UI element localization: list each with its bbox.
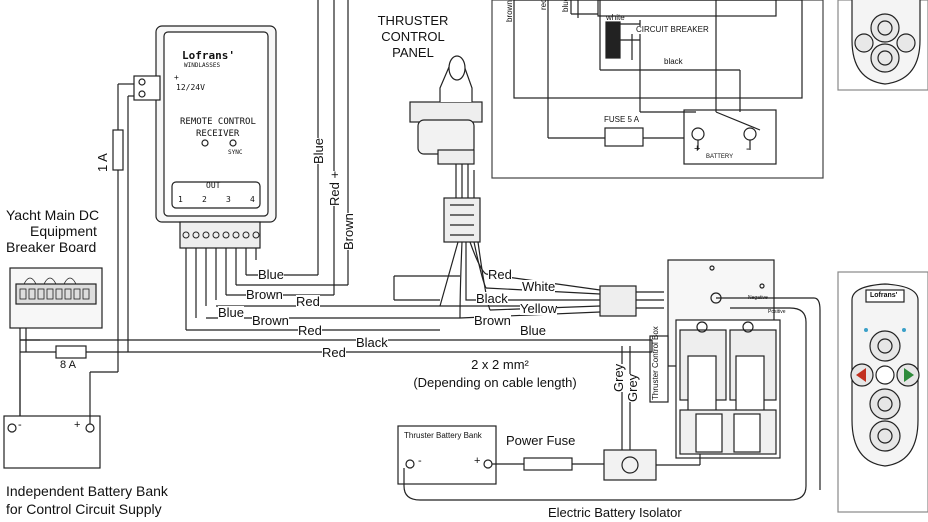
wire-grey-2: Grey: [625, 373, 640, 402]
inset-battery: [683, 109, 777, 165]
inset-battery-plus: +: [694, 143, 701, 155]
inset-fuse: [604, 127, 644, 147]
green-arrow-right: [904, 368, 914, 382]
thruster-control-box-label: Thruster Control Box: [651, 326, 660, 400]
indep-bank-minus: -: [18, 419, 22, 431]
cable-size-label: 2 x 2 mm²: [471, 357, 529, 372]
yacht-board-label-2: Equipment: [30, 223, 97, 239]
isolator-connector: [599, 285, 637, 317]
wire-label-brown-vertical: Brown: [341, 213, 356, 250]
fuse-1a-label: 1 A: [95, 153, 110, 172]
isolator-switch: [603, 449, 657, 481]
independent-bank-label-2: for Control Circuit Supply: [6, 501, 162, 517]
receiver-voltage: 12/24V: [176, 83, 205, 92]
yacht-board-label-1: Yacht Main DC: [6, 207, 100, 223]
wire-label-blue-1: Blue: [258, 267, 285, 282]
inset-black: black: [664, 57, 683, 66]
wire-label-red-plus-vertical: Red +: [327, 170, 342, 206]
harness-red: Red: [488, 267, 512, 282]
remote-brand: Lofrans': [870, 292, 898, 299]
inset-wire-red: red: [539, 0, 548, 10]
thruster-panel-label-3: PANEL: [392, 45, 434, 60]
thruster-bank-minus: -: [418, 455, 422, 467]
inset-battery-label: BATTERY: [706, 154, 734, 160]
supply-red: Red: [322, 345, 346, 360]
inset-white: white: [606, 13, 625, 22]
inset-inner-frame: [513, 0, 803, 99]
receiver-out-2: 2: [202, 195, 207, 204]
harness-white: White: [522, 279, 556, 294]
yacht-board-label-3: Breaker Board: [6, 239, 97, 255]
inset-wire-brown: brown: [505, 0, 514, 22]
thruster-control-box: [649, 335, 669, 403]
receiver-out: OUT: [206, 181, 221, 190]
harness-black: Black: [476, 291, 508, 306]
red-arrow-left: [856, 368, 866, 382]
indep-bank-plus: +: [74, 419, 81, 431]
wire-label-red-1: Red: [296, 294, 320, 309]
isolator-negative: Negative: [748, 295, 768, 301]
fuse-1a: [112, 129, 124, 171]
independent-battery-bank: [3, 415, 101, 469]
supply-black: Black: [356, 335, 388, 350]
receiver-title-1: REMOTE CONTROL: [180, 117, 256, 127]
thruster-bank-plus: +: [474, 455, 481, 467]
thruster-battery-bank-label: Thruster Battery Bank: [404, 431, 482, 440]
receiver-out-1: 1: [178, 195, 183, 204]
receiver-sync: SYNC: [228, 149, 243, 156]
receiver-terminal-block: [179, 221, 261, 249]
power-fuse: [523, 457, 573, 471]
circuit-breaker: [605, 21, 621, 59]
fuse-8a-label: 8 A: [60, 359, 76, 371]
harness-yellow: Yellow: [520, 301, 558, 316]
electric-isolator-label: Electric Battery Isolator: [548, 505, 682, 520]
wire-label-red-2: Red: [298, 323, 322, 338]
receiver-out-3: 3: [226, 195, 231, 204]
receiver-plus: +: [174, 73, 179, 82]
inset-wire-blue: blue: [561, 0, 570, 12]
thruster-panel-label-2: CONTROL: [381, 29, 445, 44]
remote-frame: [837, 271, 928, 513]
wire-label-blue-vertical: Blue: [311, 137, 326, 164]
remote-frame-top: [837, 0, 928, 91]
power-fuse-label: Power Fuse: [506, 433, 576, 448]
harness-blue: Blue: [520, 323, 547, 338]
thruster-battery-bank: [397, 425, 497, 485]
fuse-8a: [55, 345, 87, 359]
wire-label-brown-1: Brown: [246, 287, 283, 302]
independent-bank-label-1: Independent Battery Bank: [6, 483, 168, 499]
receiver-title-2: RECEIVER: [196, 129, 240, 139]
thruster-panel-label-1: THRUSTER: [377, 13, 449, 28]
thruster-panel: [409, 101, 483, 123]
cable-size-note: (Depending on cable length): [413, 375, 577, 390]
inset-frame: [491, 0, 824, 179]
wire-label-brown-2: Brown: [252, 313, 289, 328]
isolator-positive: Positive: [768, 309, 786, 315]
inset-battery-minus: -: [746, 143, 750, 155]
receiver-brand-sub: WINDLASSES: [184, 62, 221, 69]
harness-brown: Brown: [474, 313, 511, 328]
receiver-out-4: 4: [250, 195, 255, 204]
wire-grey-1: Grey: [611, 363, 626, 392]
wire-label-blue-2: Blue: [218, 305, 245, 320]
inset-fuse-label: FUSE 5 A: [604, 115, 640, 124]
inset-circuit-breaker: CIRCUIT BREAKER: [636, 25, 709, 34]
receiver-brand: Lofrans': [182, 49, 235, 62]
